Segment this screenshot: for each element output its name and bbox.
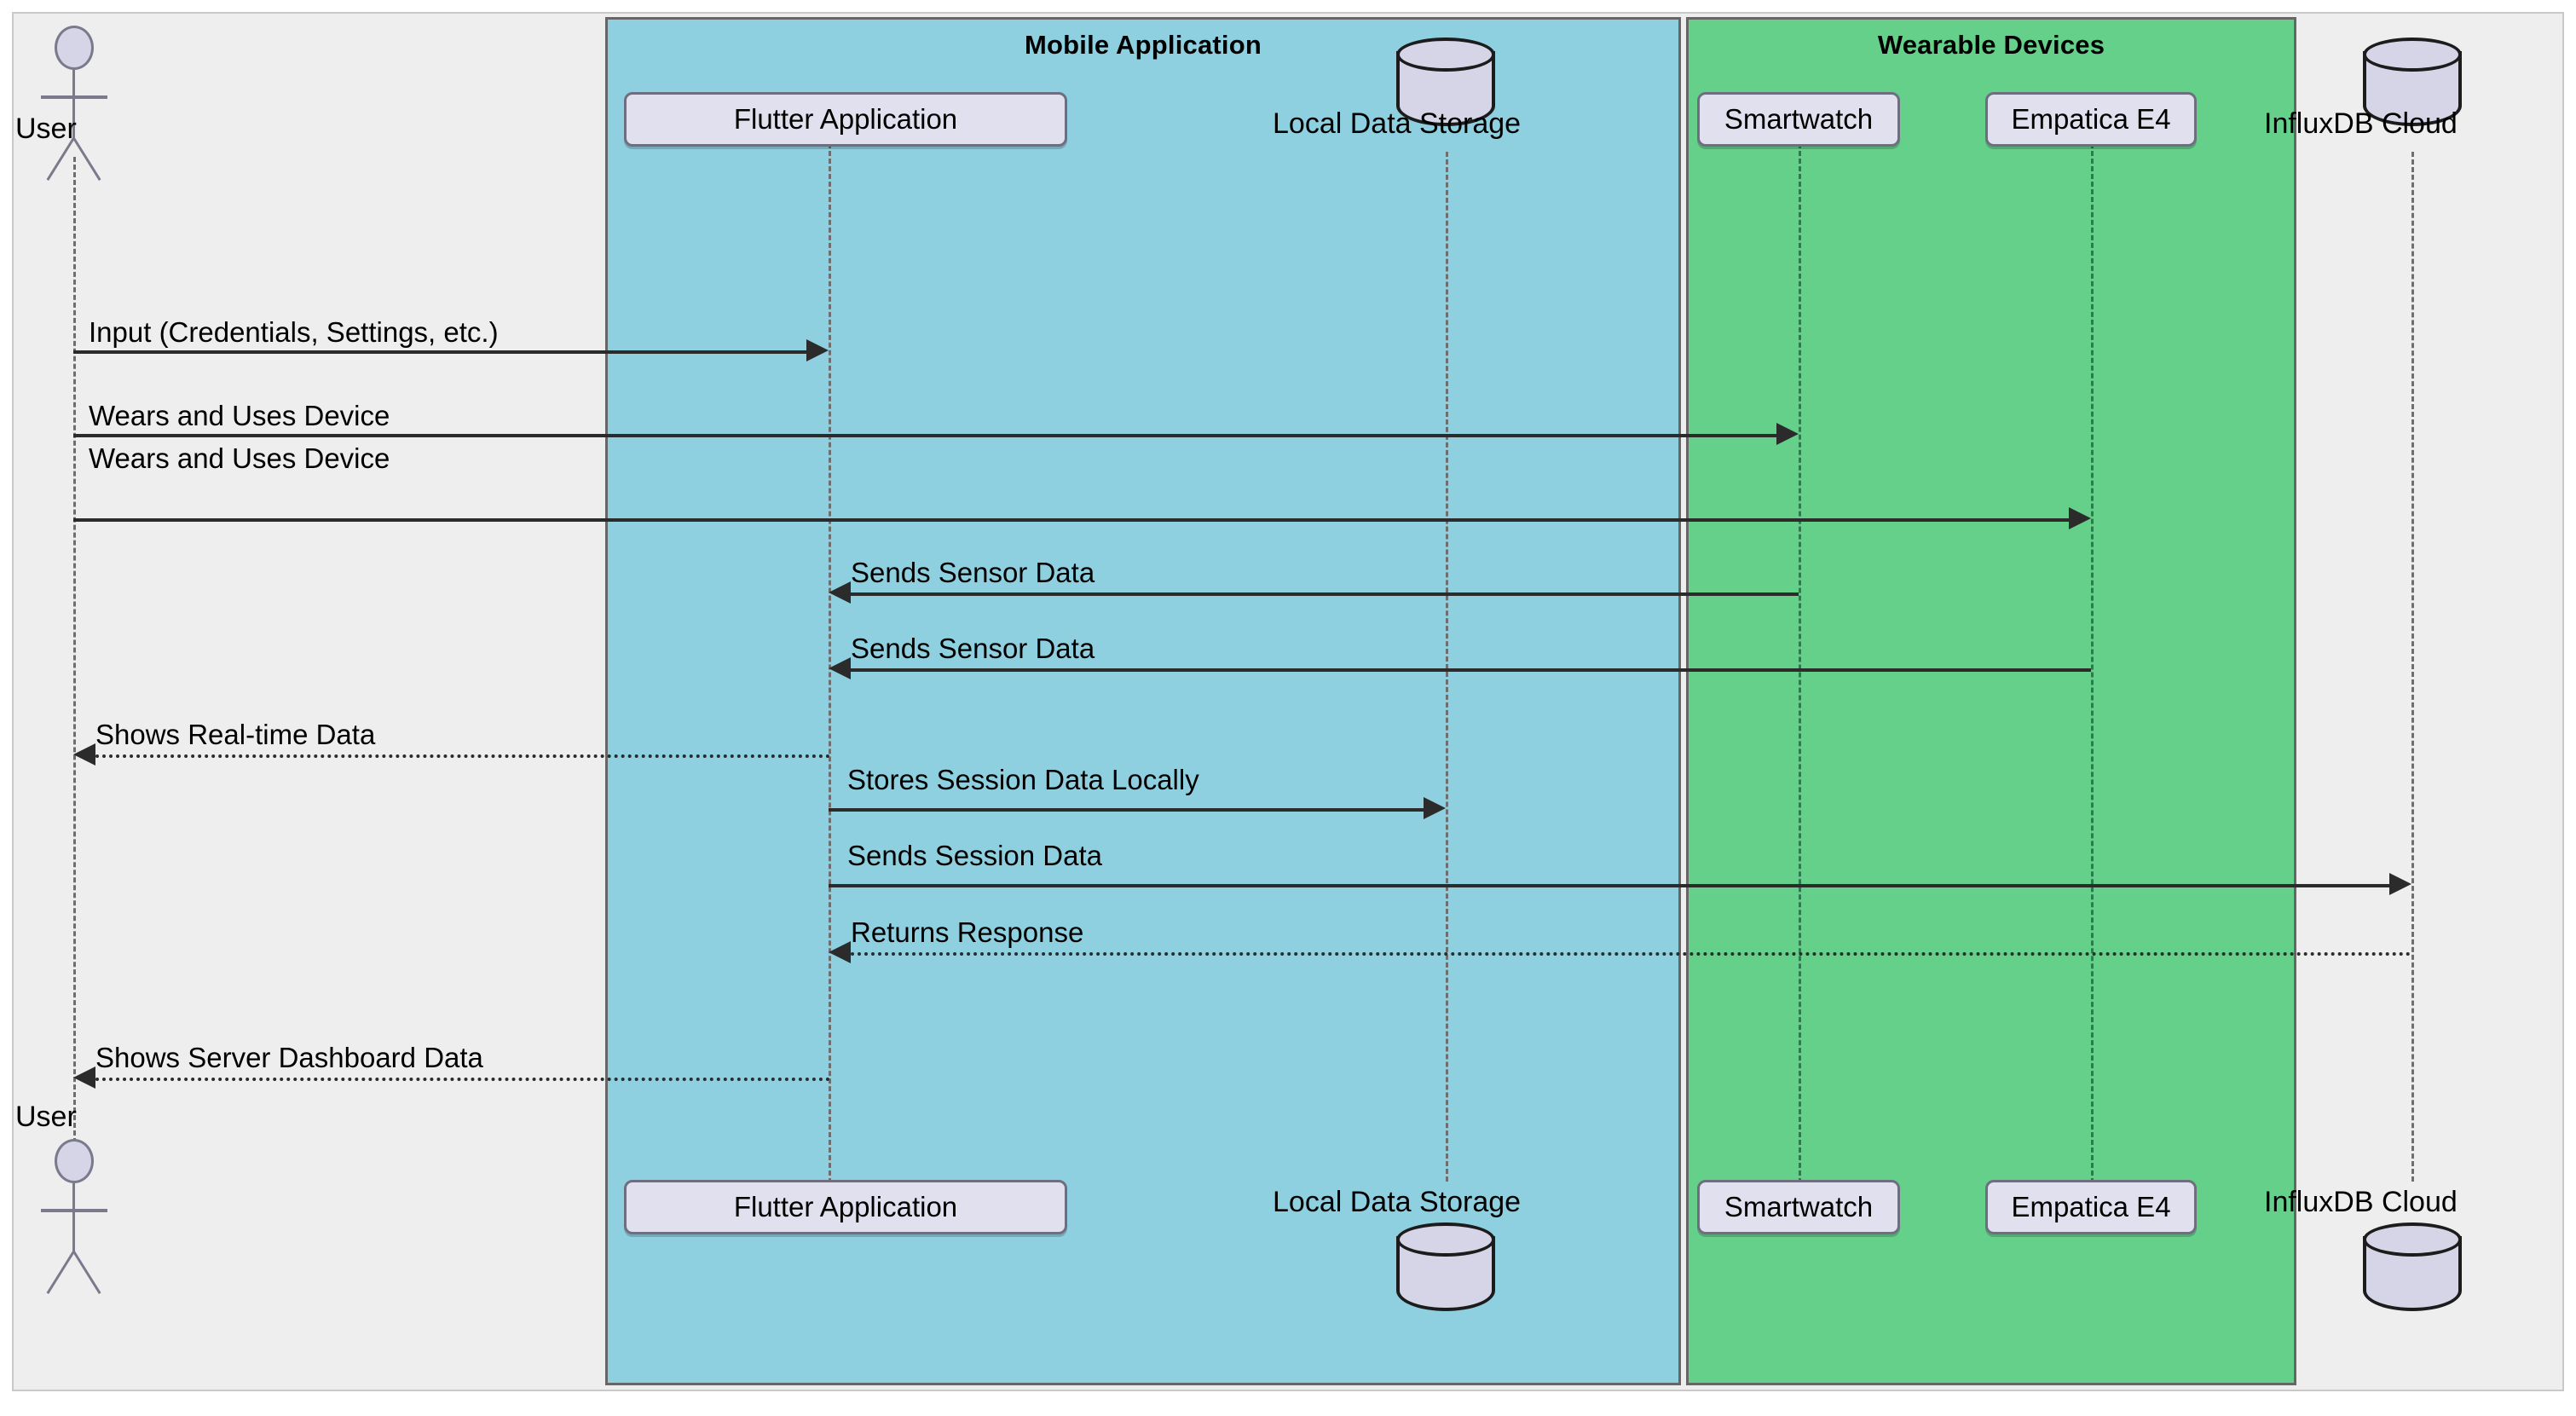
message-arrow-5 <box>829 657 851 679</box>
participant-label-smartwatch-top: Smartwatch <box>1724 103 1874 135</box>
group-title-mobile-application: Mobile Application <box>1025 30 1262 60</box>
message-line-5 <box>851 668 2091 672</box>
participant-label-influxdb-cloud-bottom: InfluxDB Cloud <box>2264 1186 2458 1218</box>
lifeline-empatica-e4 <box>2091 143 2094 1183</box>
message-arrow-3 <box>2069 507 2091 529</box>
message-line-8 <box>829 884 2389 887</box>
message-arrow-2 <box>1776 423 1799 445</box>
lifeline-smartwatch <box>1799 143 1801 1183</box>
participant-label-flutter-application-top: Flutter Application <box>733 103 958 135</box>
database-influxdb-cloud-top <box>2363 38 2462 136</box>
message-arrow-8 <box>2389 873 2411 895</box>
message-line-3 <box>73 518 2069 522</box>
cylinder-top-icon <box>1396 1222 1495 1257</box>
message-label-1: Input (Credentials, Settings, etc.) <box>89 316 499 348</box>
actor-arms-icon <box>41 95 107 99</box>
message-arrow-6 <box>73 743 95 766</box>
group-box-wearable-devices: Wearable Devices <box>1686 17 2296 1385</box>
message-label-4: Sends Sensor Data <box>851 557 1095 588</box>
participant-label-empatica-e4-top: Empatica E4 <box>2011 103 2171 135</box>
message-line-4 <box>851 592 1799 596</box>
lifeline-user <box>73 157 76 1159</box>
participant-flutter-application-bottom[interactable]: Flutter Application <box>624 1180 1067 1234</box>
participant-label-local-data-storage-bottom: Local Data Storage <box>1273 1186 1522 1218</box>
participant-empatica-e4-top[interactable]: Empatica E4 <box>1985 92 2197 147</box>
participant-label-influxdb-cloud-top: InfluxDB Cloud <box>2264 107 2458 140</box>
lifeline-local-data-storage <box>1446 152 1448 1182</box>
message-label-6: Shows Real-time Data <box>95 719 376 750</box>
message-line-7 <box>829 808 1424 812</box>
actor-head-icon <box>55 26 94 70</box>
participant-smartwatch-top[interactable]: Smartwatch <box>1697 92 1900 147</box>
group-title-wearable-devices: Wearable Devices <box>1877 30 2105 60</box>
actor-arms-icon <box>41 1209 107 1212</box>
actor-leg-right-icon <box>72 1251 101 1294</box>
message-label-2: Wears and Uses Device <box>89 400 390 431</box>
actor-body-icon <box>72 1183 75 1253</box>
message-arrow-7 <box>1424 797 1446 819</box>
lifeline-influxdb-cloud <box>2411 152 2414 1182</box>
diagram-frame: Mobile Application Wearable Devices User… <box>12 12 2564 1391</box>
database-local-data-storage-top <box>1396 38 1495 136</box>
actor-head-icon <box>55 1139 94 1183</box>
actor-leg-left-icon <box>46 1251 75 1294</box>
message-line-9 <box>851 952 2411 956</box>
message-arrow-1 <box>806 339 829 361</box>
group-box-mobile-application: Mobile Application <box>605 17 1681 1385</box>
message-label-3: Wears and Uses Device <box>89 442 390 474</box>
message-label-10: Shows Server Dashboard Data <box>95 1042 483 1073</box>
participant-label-user-top: User <box>15 113 77 145</box>
participant-label-empatica-e4-bottom: Empatica E4 <box>2011 1191 2171 1222</box>
participant-empatica-e4-bottom[interactable]: Empatica E4 <box>1985 1180 2197 1234</box>
message-arrow-9 <box>829 941 851 963</box>
message-line-10 <box>95 1078 830 1081</box>
message-line-1 <box>73 350 806 354</box>
message-label-7: Stores Session Data Locally <box>847 764 1199 795</box>
cylinder-top-icon <box>2363 1222 2462 1257</box>
message-line-2 <box>73 434 1776 437</box>
participant-label-smartwatch-bottom: Smartwatch <box>1724 1191 1874 1222</box>
actor-body-icon <box>72 70 75 140</box>
participant-label-flutter-application-bottom: Flutter Application <box>733 1191 958 1222</box>
database-influxdb-cloud-bottom <box>2363 1222 2462 1321</box>
message-label-8: Sends Session Data <box>847 840 1103 871</box>
message-line-6 <box>95 754 830 758</box>
message-arrow-10 <box>73 1066 95 1089</box>
actor-leg-right-icon <box>72 137 101 181</box>
participant-label-local-data-storage-top: Local Data Storage <box>1273 107 1522 140</box>
participant-smartwatch-bottom[interactable]: Smartwatch <box>1697 1180 1900 1234</box>
database-local-data-storage-bottom <box>1396 1222 1495 1321</box>
participant-flutter-application-top[interactable]: Flutter Application <box>624 92 1067 147</box>
cylinder-top-icon <box>1396 38 1495 72</box>
message-label-5: Sends Sensor Data <box>851 633 1095 664</box>
cylinder-top-icon <box>2363 38 2462 72</box>
participant-label-user-bottom: User <box>15 1101 77 1133</box>
message-arrow-4 <box>829 581 851 604</box>
message-label-9: Returns Response <box>851 916 1084 948</box>
